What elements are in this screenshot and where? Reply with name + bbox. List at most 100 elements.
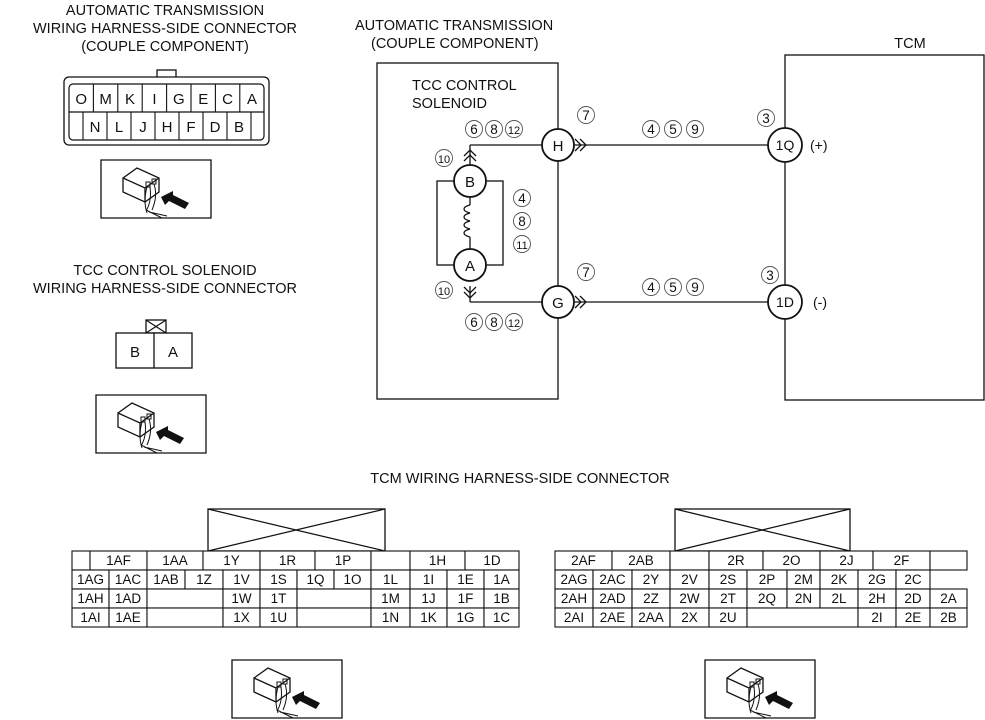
pin-label: 2H bbox=[868, 591, 885, 606]
reference-circle bbox=[465, 120, 483, 138]
terminal-1q bbox=[767, 127, 803, 163]
reference-number: 9 bbox=[691, 280, 699, 295]
pin-label: 2K bbox=[831, 572, 848, 587]
pin-label: 1A bbox=[493, 572, 510, 587]
reference-circle bbox=[485, 120, 503, 138]
at-pin: C bbox=[222, 91, 233, 108]
reference-circle bbox=[757, 109, 775, 127]
at-pin: O bbox=[75, 91, 87, 108]
at-pin: K bbox=[125, 91, 135, 108]
pin-label: 1B bbox=[493, 591, 510, 606]
pin-label: 2B bbox=[940, 610, 957, 625]
pin-label: 2I bbox=[871, 610, 882, 625]
pin-label: 2AD bbox=[599, 591, 626, 606]
pin-label: 2G bbox=[868, 572, 886, 587]
polarity-minus: (-) bbox=[813, 294, 827, 310]
pin-label: 1L bbox=[383, 572, 399, 587]
terminal-h-label: H bbox=[553, 138, 564, 155]
at-pin: I bbox=[152, 91, 156, 108]
pin-label: 2F bbox=[894, 553, 910, 568]
reference-circle bbox=[513, 235, 531, 253]
at-component-title: AUTOMATIC TRANSMISSION (COUPLE COMPONENT… bbox=[340, 17, 590, 53]
reference-number: 9 bbox=[691, 122, 699, 137]
pin-label: 2R bbox=[727, 553, 745, 568]
reference-circle bbox=[664, 120, 682, 138]
pin-label: 2AH bbox=[561, 591, 587, 606]
pin-label: 1N bbox=[382, 610, 399, 625]
pin-label: 1T bbox=[271, 591, 287, 606]
at-pin: H bbox=[162, 119, 173, 136]
pin-label: 1AA bbox=[162, 553, 188, 568]
terminal-g bbox=[541, 285, 575, 319]
at-pin: J bbox=[139, 119, 147, 136]
pin-label: 2AC bbox=[599, 572, 626, 587]
connector-view-icon bbox=[231, 659, 343, 719]
pin-label: 1Y bbox=[223, 553, 240, 568]
reference-number: 5 bbox=[669, 280, 677, 295]
reference-number: 8 bbox=[490, 122, 498, 137]
reference-number: 3 bbox=[766, 268, 774, 283]
terminal-a-label: A bbox=[465, 258, 475, 275]
tcm-title: TCM bbox=[894, 36, 926, 52]
pin-label: 1H bbox=[429, 553, 446, 568]
title-line: (COUPLE COMPONENT) bbox=[81, 39, 249, 55]
reference-number: 4 bbox=[647, 122, 655, 137]
connector-cell bbox=[296, 588, 372, 609]
pin-label: 1AG bbox=[77, 572, 104, 587]
polarity-plus: (+) bbox=[810, 137, 828, 153]
at-pin: E bbox=[198, 91, 208, 108]
reference-number: 12 bbox=[508, 125, 520, 137]
pin-label: 2P bbox=[759, 572, 776, 587]
at-pin: N bbox=[90, 119, 101, 136]
terminal-b bbox=[453, 164, 487, 198]
reference-circle bbox=[465, 313, 483, 331]
title-line: AUTOMATIC TRANSMISSION bbox=[65, 3, 265, 19]
reference-circle bbox=[513, 189, 531, 207]
at-pin: A bbox=[247, 91, 257, 108]
reference-number: 7 bbox=[582, 108, 590, 123]
pin-label: 1AI bbox=[80, 610, 100, 625]
reference-circle bbox=[513, 212, 531, 230]
pin-label: 1C bbox=[493, 610, 511, 625]
reference-number: 6 bbox=[470, 315, 478, 330]
pin-label: 1W bbox=[231, 591, 252, 606]
pin-label: 1AF bbox=[106, 553, 131, 568]
reference-circle bbox=[577, 263, 595, 281]
at-pin: F bbox=[186, 119, 195, 136]
reference-number: 7 bbox=[582, 265, 590, 280]
at-component-box bbox=[376, 62, 559, 400]
pin-label: 2Z bbox=[643, 591, 659, 606]
reference-circle bbox=[435, 281, 453, 299]
pin-label: 2E bbox=[905, 610, 922, 625]
reference-number: 10 bbox=[438, 154, 450, 166]
reference-circle bbox=[642, 278, 660, 296]
pin-label: 2V bbox=[681, 572, 698, 587]
reference-circle bbox=[686, 120, 704, 138]
tcm-box bbox=[784, 54, 985, 401]
pin-label: 1AC bbox=[115, 572, 142, 587]
pin-label: 2AB bbox=[628, 553, 654, 568]
tcc-solenoid-label: TCC CONTROL SOLENOID bbox=[412, 77, 562, 113]
pin-label: 1Z bbox=[196, 572, 212, 587]
wires bbox=[436, 138, 780, 309]
pin-label: 2J bbox=[839, 553, 853, 568]
connector-cell bbox=[746, 607, 859, 628]
connector-cell bbox=[146, 588, 224, 609]
title-line: TCC CONTROL bbox=[412, 78, 517, 94]
pin-label: 2U bbox=[719, 610, 736, 625]
pin-label: 2Y bbox=[643, 572, 660, 587]
pin-label: 2D bbox=[904, 591, 922, 606]
reference-number: 8 bbox=[518, 214, 526, 229]
pin-label: 1I bbox=[423, 572, 434, 587]
reference-number: 4 bbox=[647, 280, 655, 295]
pin-label: 1P bbox=[335, 553, 352, 568]
reference-number: 11 bbox=[516, 240, 527, 252]
tcc-pin-a: A bbox=[168, 344, 178, 361]
terminal-b-label: B bbox=[465, 174, 475, 191]
pin-label: 1AH bbox=[77, 591, 103, 606]
pin-label: 2AG bbox=[560, 572, 587, 587]
reference-number: 4 bbox=[518, 191, 526, 206]
